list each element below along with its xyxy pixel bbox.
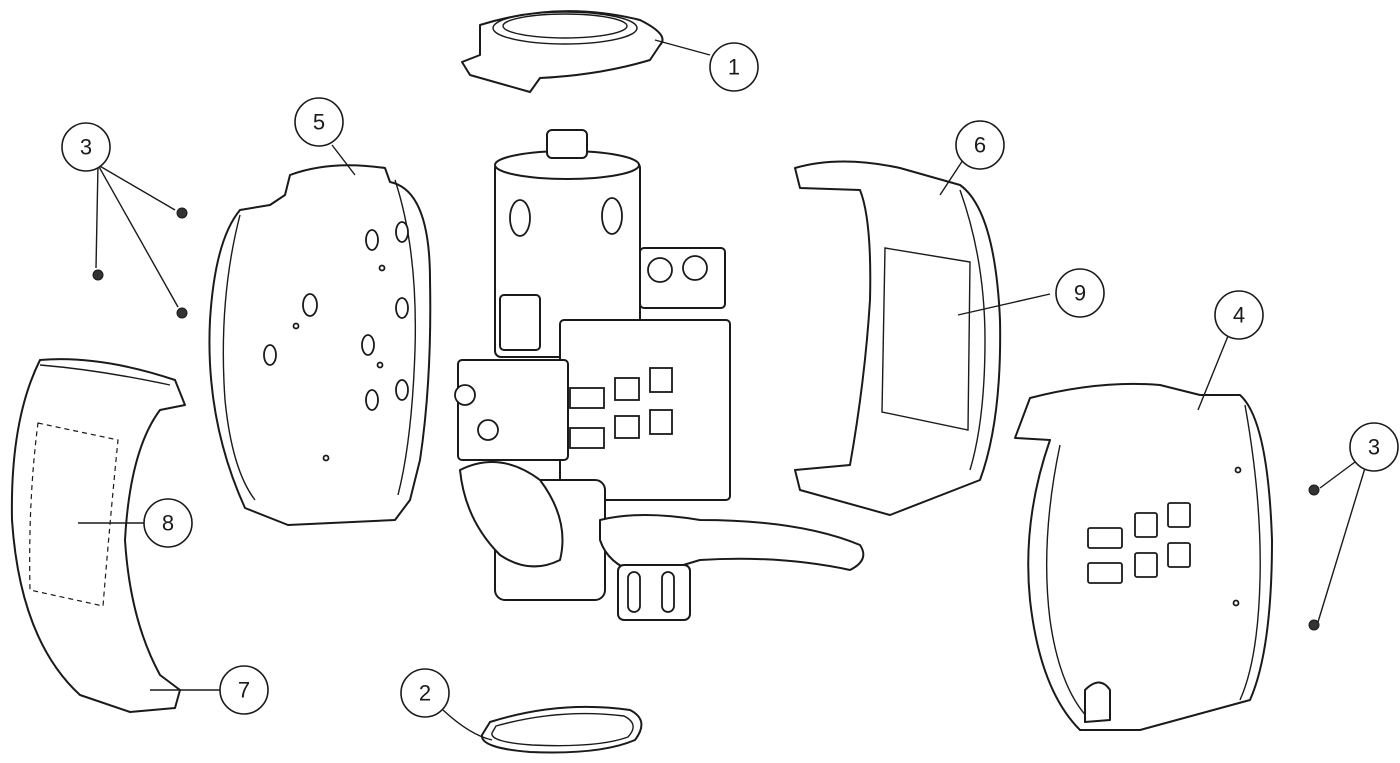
screw-icon bbox=[1308, 484, 1320, 496]
screw-icon bbox=[176, 207, 188, 219]
svg-text:8: 8 bbox=[162, 511, 174, 536]
svg-text:2: 2 bbox=[419, 681, 431, 706]
callout-6: 6 bbox=[955, 120, 1005, 170]
part-power-unit bbox=[454, 129, 865, 621]
callout-2: 2 bbox=[400, 668, 450, 718]
part-top-collar bbox=[461, 10, 664, 93]
part-right-front-cover bbox=[1014, 382, 1273, 731]
callout-9: 9 bbox=[1055, 268, 1105, 318]
part-screws bbox=[92, 207, 1320, 631]
svg-text:6: 6 bbox=[974, 133, 986, 158]
callout-3-left: 3 bbox=[61, 122, 111, 172]
svg-text:3: 3 bbox=[80, 135, 92, 160]
callout-4: 4 bbox=[1214, 290, 1264, 340]
leader-lines bbox=[78, 39, 1366, 741]
svg-text:1: 1 bbox=[728, 55, 740, 80]
label-area-9 bbox=[881, 247, 971, 431]
callout-8: 8 bbox=[143, 498, 193, 548]
svg-text:5: 5 bbox=[313, 110, 325, 135]
part-left-front-cover bbox=[10, 358, 186, 713]
callout-7: 7 bbox=[219, 665, 269, 715]
svg-text:9: 9 bbox=[1074, 281, 1086, 306]
callout-1: 1 bbox=[709, 42, 759, 92]
screw-icon bbox=[176, 307, 188, 319]
screw-icon bbox=[92, 269, 104, 281]
screw-icon bbox=[1308, 619, 1320, 631]
svg-text:4: 4 bbox=[1233, 303, 1245, 328]
part-gasket-ring bbox=[481, 705, 643, 754]
part-right-rear-cover bbox=[794, 160, 1002, 516]
callout-5: 5 bbox=[294, 97, 344, 147]
svg-text:7: 7 bbox=[238, 678, 250, 703]
part-left-rear-cover bbox=[208, 164, 432, 526]
svg-text:3: 3 bbox=[1368, 435, 1380, 460]
callout-3-right: 3 bbox=[1349, 422, 1399, 472]
